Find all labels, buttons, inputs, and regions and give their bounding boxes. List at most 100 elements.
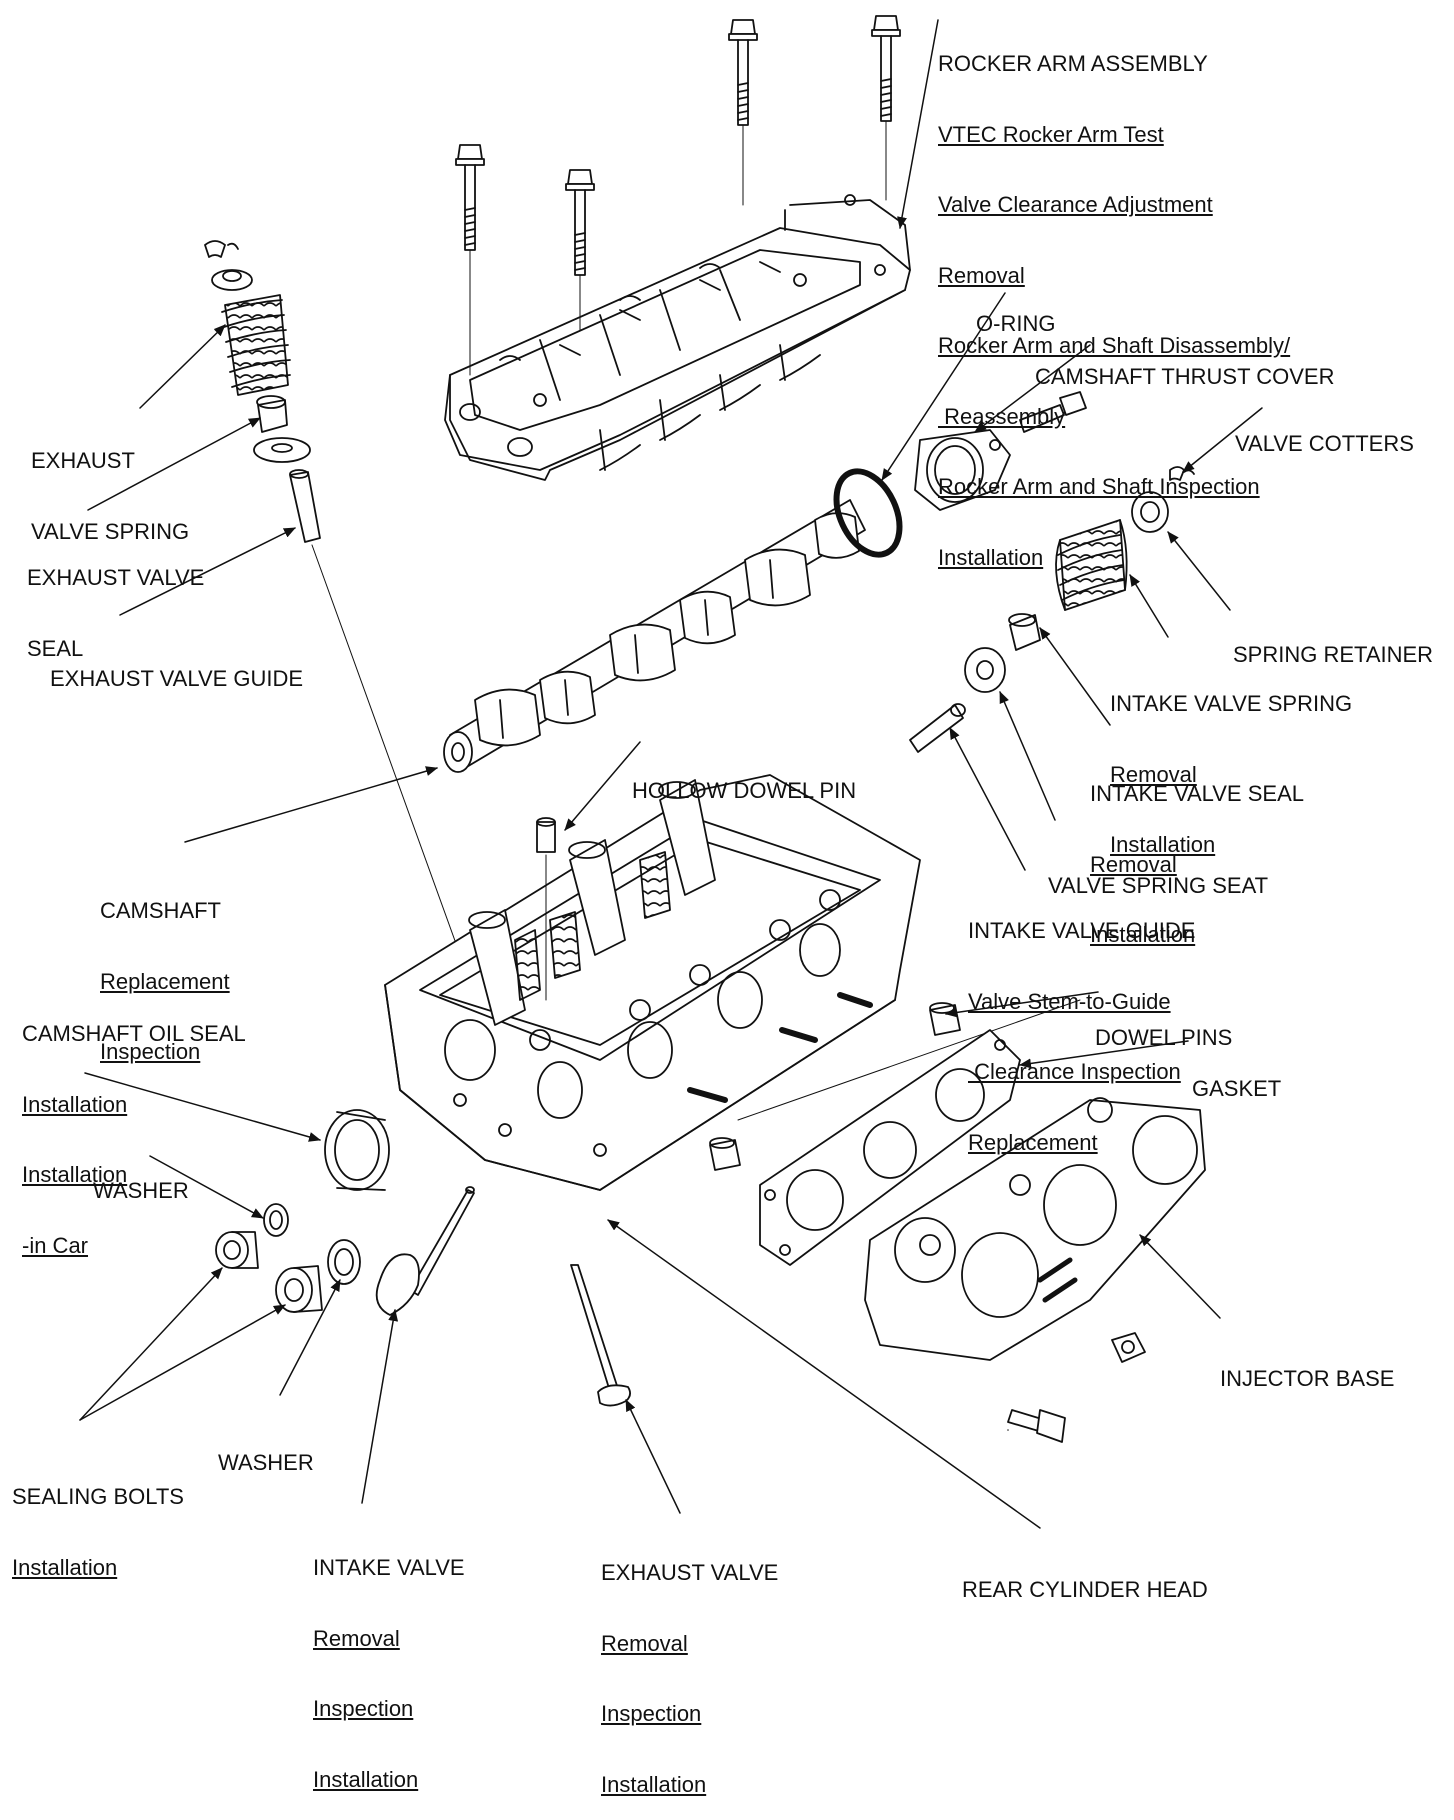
link-sealing-bolts-installation[interactable]: Installation	[12, 1554, 118, 1580]
valve-spring-seat[interactable]	[964, 647, 1006, 693]
label-camshaft-oil-seal: CAMSHAFT OIL SEAL Installation Installat…	[22, 975, 246, 1281]
label-exhaust-valve-spring: EXHAUST VALVE SPRING	[31, 402, 189, 567]
link-exhaust-valve-installation[interactable]: Installation	[601, 1771, 707, 1797]
exhaust-valve[interactable]	[570, 1264, 631, 1407]
valve-cotters-title: VALVE COTTERS	[1235, 431, 1414, 456]
exhaust-valve-seal[interactable]	[256, 395, 288, 433]
intake-valve-guide-title: INTAKE VALVE GUIDE	[968, 918, 1196, 943]
manifold-axis	[737, 999, 1081, 1121]
intake-valve-seal-title: INTAKE VALVE SEAL	[1090, 781, 1304, 806]
exhaust-valve-spring[interactable]	[221, 294, 291, 396]
leader-lines	[79, 19, 1263, 1529]
rocker-arm-assembly[interactable]	[444, 194, 911, 481]
link-intake-seal-installation[interactable]: Installation	[1090, 922, 1196, 947]
dowel-pins-title: DOWEL PINS	[1095, 1025, 1233, 1050]
link-vtec-rocker-arm-test[interactable]: VTEC Rocker Arm Test	[938, 121, 1164, 147]
link-intake-valve-inspection[interactable]: Inspection	[313, 1696, 414, 1721]
exhaust-valve-spring-title-1: EXHAUST	[31, 448, 135, 473]
camshaft-thrust-cover[interactable]	[914, 429, 1011, 511]
label-camshaft-thrust-cover: CAMSHAFT THRUST COVER	[1035, 318, 1334, 412]
washer-top-title: WASHER	[93, 1178, 189, 1203]
label-rear-cylinder-head: REAR CYLINDER HEAD	[962, 1531, 1208, 1625]
spring-retainer-title: SPRING RETAINER	[1233, 642, 1434, 667]
gasket[interactable]	[759, 1029, 1021, 1266]
sealing-bolt-lower[interactable]	[275, 1265, 323, 1313]
camshaft-oil-seal-title: CAMSHAFT OIL SEAL	[22, 1021, 246, 1046]
label-intake-valve-guide: INTAKE VALVE GUIDE Valve Stem-to-Guide C…	[968, 872, 1195, 1178]
injector-base[interactable]	[864, 1097, 1206, 1361]
label-injector-base: INJECTOR BASE	[1220, 1320, 1394, 1414]
link-intake-spring-removal[interactable]: Removal	[1110, 761, 1197, 787]
camshaft-title: CAMSHAFT	[100, 898, 221, 923]
rocker-arm-assembly-title: ROCKER ARM ASSEMBLY	[938, 51, 1208, 76]
camshaft[interactable]	[443, 499, 866, 773]
link-camshaft-inspection[interactable]: Inspection	[100, 1039, 201, 1064]
exhaust-guide-axis	[311, 544, 481, 1011]
spring-retainer[interactable]	[1131, 491, 1169, 533]
exhaust-valve-seal-title-2: SEAL	[27, 635, 84, 661]
injector-base-title: INJECTOR BASE	[1220, 1366, 1395, 1391]
thrust-cover-bolt	[1019, 391, 1087, 433]
exhaust-valve-seal-title-1: EXHAUST VALVE	[27, 565, 205, 590]
washer-top[interactable]	[263, 1203, 289, 1237]
exhaust-valve-guide[interactable]	[289, 469, 321, 543]
label-valve-spring-seat: VALVE SPRING SEAT	[1048, 827, 1268, 921]
rocker-bolts	[455, 15, 901, 276]
intake-valve-spring[interactable]	[1055, 519, 1128, 611]
camshaft-oil-seal[interactable]	[324, 1109, 390, 1191]
link-valve-clearance-adjustment[interactable]: Valve Clearance Adjustment	[938, 192, 1213, 217]
injector-base-bolt	[1007, 1409, 1066, 1443]
link-oil-seal-installation[interactable]: Installation	[22, 1091, 128, 1117]
exhaust-spring-seat	[253, 437, 311, 463]
label-intake-valve-seal: INTAKE VALVE SEAL Removal Installation	[1090, 735, 1304, 970]
exhaust-valve-spring-title-2: VALVE SPRING	[31, 518, 190, 544]
label-intake-valve-spring: INTAKE VALVE SPRING Removal Installation	[1110, 645, 1352, 880]
link-intake-spring-installation[interactable]: Installation	[1110, 832, 1216, 857]
link-rocker-installation[interactable]: Installation	[938, 544, 1044, 570]
label-valve-cotters: VALVE COTTERS	[1235, 385, 1414, 479]
camshaft-thrust-cover-title: CAMSHAFT THRUST COVER	[1035, 364, 1335, 389]
label-washer-bottom: WASHER	[218, 1404, 314, 1498]
label-hollow-dowel-pin: HOLLOW DOWEL PIN	[632, 732, 856, 826]
link-exhaust-valve-inspection[interactable]: Inspection	[601, 1701, 702, 1726]
o-ring[interactable]	[824, 461, 912, 564]
label-camshaft: CAMSHAFT Replacement Inspection	[100, 852, 230, 1087]
link-oil-seal-installation-in-car[interactable]: Installation	[22, 1162, 128, 1187]
rear-cylinder-head-title: REAR CYLINDER HEAD	[962, 1577, 1208, 1602]
label-washer-top: WASHER	[93, 1132, 189, 1226]
dowel-pins[interactable]	[709, 1002, 961, 1171]
washer-bottom[interactable]	[327, 1239, 361, 1285]
link-intake-valve-removal[interactable]: Removal	[313, 1625, 400, 1651]
link-valve-stem-to-guide[interactable]: Valve Stem-to-Guide	[968, 988, 1171, 1014]
label-o-ring: O-RING	[976, 265, 1055, 359]
hollow-dowel-pin[interactable]	[536, 817, 556, 853]
link-rocker-disassembly[interactable]: Rocker Arm and Shaft Disassembly/	[938, 333, 1291, 358]
rear-cylinder-head[interactable]	[384, 774, 921, 1191]
intake-valve-guide[interactable]	[909, 703, 966, 753]
sealing-bolt-upper[interactable]	[215, 1231, 259, 1269]
washer-bottom-title: WASHER	[218, 1450, 314, 1475]
bolt-center-lines	[469, 120, 887, 376]
intake-valve-seal[interactable]	[1008, 613, 1041, 651]
link-rocker-removal[interactable]: Removal	[938, 262, 1025, 288]
link-camshaft-replacement[interactable]: Replacement	[100, 968, 230, 994]
label-rocker-arm-assembly: ROCKER ARM ASSEMBLY VTEC Rocker Arm Test…	[938, 5, 1290, 593]
link-exhaust-valve-removal[interactable]: Removal	[601, 1630, 688, 1656]
link-oil-seal-in-car[interactable]: -in Car	[22, 1232, 89, 1258]
label-gasket: GASKET	[1192, 1030, 1281, 1124]
link-rocker-reassembly[interactable]: Reassembly	[938, 403, 1066, 429]
link-intake-valve-installation[interactable]: Installation	[313, 1766, 419, 1792]
link-rocker-inspection[interactable]: Rocker Arm and Shaft Inspection	[938, 474, 1260, 499]
sealing-bolts-title: SEALING BOLTS	[12, 1484, 184, 1509]
link-guide-replacement[interactable]: Replacement	[968, 1129, 1098, 1155]
label-exhaust-valve-guide: EXHAUST VALVE GUIDE	[50, 620, 303, 714]
link-intake-seal-removal[interactable]: Removal	[1090, 851, 1177, 877]
exhaust-valve-title: EXHAUST VALVE	[601, 1560, 779, 1585]
exhaust-retainer	[211, 269, 253, 291]
exhaust-valve-guide-title: EXHAUST VALVE GUIDE	[50, 666, 304, 691]
intake-valve-spring-title: INTAKE VALVE SPRING	[1110, 691, 1353, 716]
o-ring-title: O-RING	[976, 311, 1056, 336]
intake-valve[interactable]	[375, 1186, 475, 1316]
label-sealing-bolts: SEALING BOLTS Installation	[12, 1438, 184, 1603]
link-clearance-inspection[interactable]: Clearance Inspection	[968, 1059, 1181, 1084]
